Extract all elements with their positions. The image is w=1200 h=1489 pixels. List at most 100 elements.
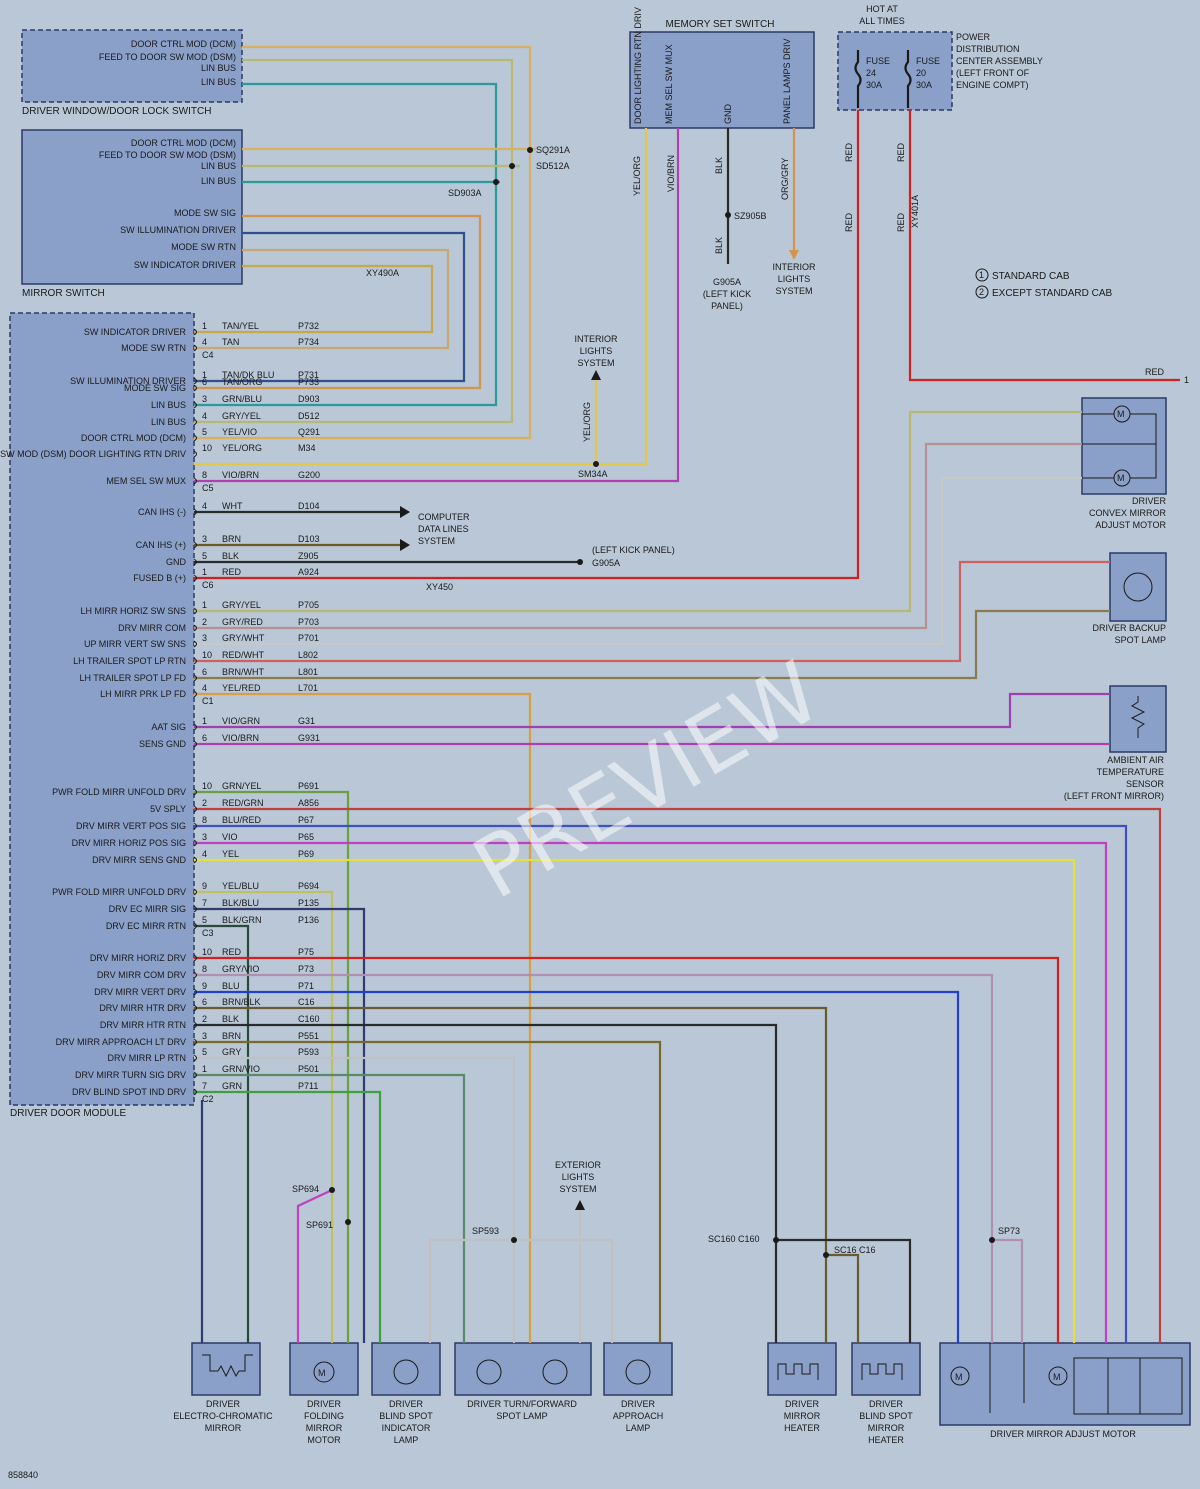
backup-lamp-icon bbox=[1123, 572, 1153, 602]
ddm-pin-name: FEED TO DOOR SW MOD (DSM) DOOR LIGHTING … bbox=[0, 449, 186, 459]
ddm-connector-mark bbox=[193, 328, 197, 336]
ddm-circuit-id: P694 bbox=[298, 881, 319, 891]
adjust-motor-icon bbox=[950, 1343, 1183, 1415]
ddm-circuit-id: D512 bbox=[298, 411, 320, 421]
ddm-pin-number: 6 bbox=[202, 667, 207, 677]
ddm-pin-number: 7 bbox=[202, 1081, 207, 1091]
wire-tandkblu bbox=[194, 231, 466, 383]
ddm-wire-color: WHT bbox=[222, 501, 243, 511]
ws-pin-3: LIN BUS bbox=[201, 63, 236, 73]
approach-lamp-icon bbox=[625, 1359, 651, 1385]
arrow-interior-1 bbox=[591, 370, 601, 380]
ddm-pin-number: 5 bbox=[202, 1047, 207, 1057]
ddm-wire-color: RED/WHT bbox=[222, 650, 264, 660]
lbl-blk-2: BLK bbox=[714, 237, 724, 254]
ddm-connector-mark bbox=[193, 922, 197, 930]
lbl-red-out: RED bbox=[1145, 367, 1165, 377]
turn-lamp-icon-2 bbox=[542, 1359, 568, 1385]
ddm-wire-color: GRN bbox=[222, 1081, 242, 1091]
ddm-pin-name: LH MIRR HORIZ SW SNS bbox=[80, 606, 186, 616]
ddm-box bbox=[9, 312, 195, 1106]
splice-sz905b: SZ905B bbox=[734, 211, 767, 221]
wire-gry-rtn bbox=[194, 1056, 516, 1343]
legend-circle-1 bbox=[975, 268, 989, 282]
wire-yelvio-ddm bbox=[194, 150, 532, 440]
wire-gryvio-splice bbox=[992, 1238, 1024, 1343]
ddm-pin-number: 4 bbox=[202, 683, 207, 693]
ddm-connector-mark bbox=[193, 384, 197, 392]
ddm-pin-name: DRV EC MIRR SIG bbox=[109, 904, 186, 914]
ddm-pin-name: DRV MIRR COM bbox=[118, 623, 186, 633]
ddm-pin-number: 4 bbox=[202, 337, 207, 347]
ddm-pin-name: DRV BLIND SPOT IND DRV bbox=[72, 1087, 186, 1097]
wire-tan bbox=[194, 248, 450, 350]
ddm-pin-name: MEM SEL SW MUX bbox=[106, 476, 186, 486]
ddm-wire-color: YEL/VIO bbox=[222, 427, 257, 437]
splice-dots bbox=[329, 147, 995, 1258]
ddm-connector-mark bbox=[193, 1004, 197, 1012]
ddm-circuit-id: D103 bbox=[298, 534, 320, 544]
ws-pin-4: LIN BUS bbox=[201, 77, 236, 87]
wire-yelblu-fold bbox=[194, 890, 334, 1343]
ddm-pin-number: 10 bbox=[202, 781, 212, 791]
ddm-pin-number: 6 bbox=[202, 733, 207, 743]
wire-red-fuse bbox=[194, 110, 860, 580]
wire-grnblu-ws bbox=[242, 82, 498, 182]
ms-pin-4: LIN BUS bbox=[201, 176, 236, 186]
mem-pin-1: DOOR LIGHTING RTN DRIV bbox=[633, 7, 643, 124]
ddm-wire-color: VIO/BRN bbox=[222, 470, 259, 480]
lbl-red-4: RED bbox=[896, 212, 906, 232]
ddm-pin-name: PWR FOLD MIRR UNFOLD DRV bbox=[52, 887, 186, 897]
ddm-circuit-id: P691 bbox=[298, 781, 319, 791]
ddm-pin-number: 6 bbox=[202, 377, 207, 387]
ddm-wire-color: YEL bbox=[222, 849, 239, 859]
ddm-circuit-id: D903 bbox=[298, 394, 320, 404]
wire-blk-htr bbox=[194, 1023, 778, 1343]
ms-pin-5: MODE SW SIG bbox=[174, 208, 236, 218]
ddm-connector-mark bbox=[193, 1054, 197, 1062]
splice-sp73: SP73 bbox=[998, 1226, 1020, 1236]
ddm-circuit-id: C16 bbox=[298, 997, 315, 1007]
arrow-interior-2 bbox=[789, 250, 799, 260]
ddm-pin-name: LIN BUS bbox=[151, 417, 186, 427]
ddm-pin-name: PWR FOLD MIRR UNFOLD DRV bbox=[52, 787, 186, 797]
ddm-pin-number: 1 bbox=[202, 1064, 207, 1074]
backup-lamp-box bbox=[1109, 552, 1167, 622]
lbl-red-2: RED bbox=[896, 142, 906, 162]
ddm-connector-mark bbox=[193, 657, 197, 665]
wire-red-fuse2 bbox=[908, 110, 1180, 382]
wire-brnwht-lamp bbox=[194, 609, 1110, 680]
ddm-pin-number: 8 bbox=[202, 964, 207, 974]
ddm-connector-mark bbox=[193, 541, 197, 549]
ddm-pin-number: 7 bbox=[202, 898, 207, 908]
ddm-circuit-id: P501 bbox=[298, 1064, 319, 1074]
wire-gryyel-ddm bbox=[194, 166, 514, 424]
mirror-heater-icon bbox=[777, 1363, 819, 1380]
ddm-pin-number: 8 bbox=[202, 815, 207, 825]
ddm-pin-number: 4 bbox=[202, 501, 207, 511]
wire-vio-fold bbox=[296, 1189, 333, 1343]
ec-mirror-icon bbox=[202, 1354, 253, 1378]
ws-pin-1: DOOR CTRL MOD (DCM) bbox=[131, 39, 236, 49]
ddm-wire-color: GRY bbox=[222, 1047, 241, 1057]
wire-blured bbox=[194, 824, 1128, 1343]
wire-grnyel-fold bbox=[194, 790, 350, 1343]
ddm-connector-mark bbox=[193, 434, 197, 442]
ddm-pin-number: 1 bbox=[202, 370, 207, 380]
mirror-switch-title: MIRROR SWITCH bbox=[22, 288, 105, 299]
ddm-connector-mark bbox=[193, 401, 197, 409]
ddm-pin-number: 5 bbox=[202, 551, 207, 561]
legend-standard-cab: STANDARD CAB bbox=[992, 271, 1070, 282]
splice-xy401a: XY401A bbox=[910, 195, 920, 228]
wire-grn-bsi bbox=[194, 1090, 382, 1343]
adjust-motor-m1: M bbox=[955, 1372, 963, 1382]
convex-motor-icon: M M bbox=[1082, 405, 1157, 487]
splice-xy450: XY450 bbox=[426, 582, 453, 592]
ddm-pin-name: 5V SPLY bbox=[150, 804, 186, 814]
lbl-blk-1: BLK bbox=[714, 157, 724, 174]
wire-vio bbox=[194, 841, 1108, 1343]
ms-pin-3: LIN BUS bbox=[201, 161, 236, 171]
